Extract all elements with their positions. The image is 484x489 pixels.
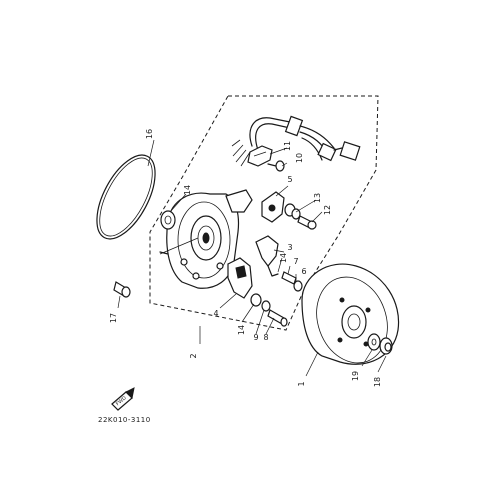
- screw-12-part: [297, 215, 317, 230]
- callout-13: 13: [313, 193, 322, 203]
- washer-14-part: [250, 293, 262, 307]
- callout-3: 3: [287, 243, 292, 252]
- leader-lines: [117, 139, 387, 377]
- pickup-coil-part: [247, 145, 273, 167]
- coil-assembly-part: [227, 257, 253, 299]
- washer-9-part: [261, 300, 271, 312]
- pickup-3-part: [255, 235, 279, 277]
- callout-6: 6: [301, 267, 306, 276]
- callout-15: 14: [183, 185, 192, 195]
- callout-11: 11: [283, 141, 292, 151]
- callout-4: 4: [213, 309, 218, 318]
- forward-direction-mark: FWD: [111, 387, 135, 411]
- flywheel-rotor-part: [301, 263, 400, 365]
- callout-labels: 16 11 10 5 14 13 12 3 14 7 6 17 4 14 9 8…: [109, 129, 382, 387]
- washer-13-part: [284, 203, 301, 220]
- drawing-code: 22K010-3110: [98, 416, 151, 424]
- stator-plate-part: [159, 189, 253, 289]
- bolt-6-part: [293, 280, 303, 292]
- screw-16-part: [113, 281, 131, 298]
- callout-2: 2: [189, 353, 198, 358]
- callout-7: 7: [293, 257, 298, 266]
- callout-1: 1: [297, 381, 306, 386]
- callout-19: 19: [351, 371, 360, 381]
- wiring-harness: [231, 115, 361, 167]
- callout-9: 9: [253, 333, 258, 342]
- callout-18: 18: [373, 377, 382, 387]
- callout-8: 8: [263, 333, 268, 342]
- bolt-7-part: [281, 271, 297, 285]
- bracket-part: [261, 191, 285, 223]
- callout-10: 10: [295, 153, 304, 163]
- screw-10-part: [267, 160, 285, 172]
- callout-14-lower: 14: [237, 325, 246, 335]
- assembly-boundary: [149, 95, 379, 331]
- callout-12: 12: [323, 205, 332, 215]
- o-ring-part: [96, 154, 156, 240]
- washer-19-part: [367, 333, 381, 351]
- bolt-8-part: [267, 309, 288, 327]
- callout-5: 5: [287, 175, 292, 184]
- callout-17: 16: [145, 129, 154, 139]
- nut-18-part: [379, 337, 393, 355]
- callout-16: 17: [109, 313, 118, 323]
- callout-14-right: 14: [279, 253, 288, 263]
